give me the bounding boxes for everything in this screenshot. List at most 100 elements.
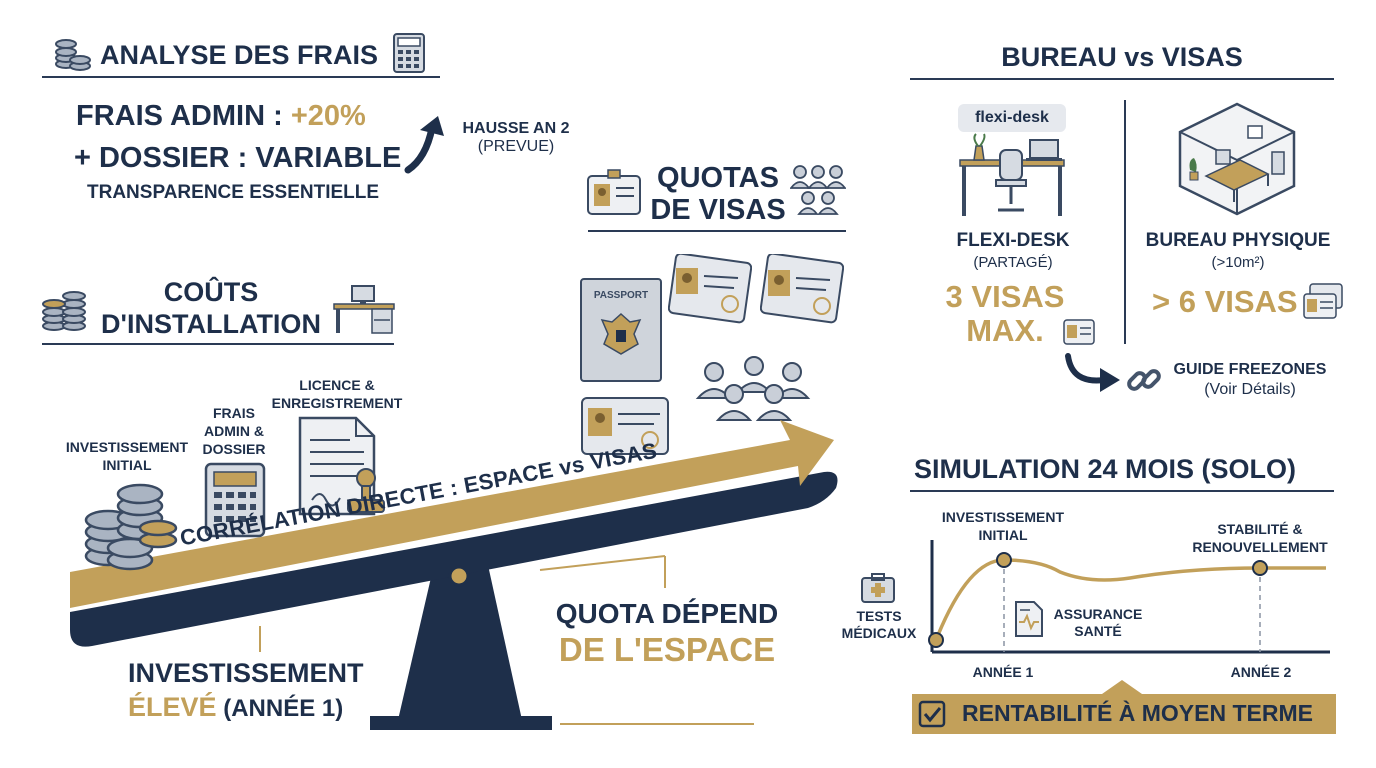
- correlation-arrow: [70, 420, 834, 608]
- id-badge-icon: [587, 169, 641, 215]
- admin-line1: FRAIS: [213, 405, 255, 421]
- initial-investment-label: INVESTISSEMENT INITIAL: [56, 438, 198, 474]
- guide-line2[interactable]: (Voir Détails): [1204, 381, 1296, 398]
- initial-line1: INVESTISSEMENT: [65, 439, 189, 455]
- coins-pile-icon: [84, 483, 164, 571]
- flexi-desk-icon: [959, 133, 1065, 216]
- result-text: RENTABILITÉ À MOYEN TERME: [962, 700, 1313, 726]
- flexi-tag: flexi-desk: [958, 104, 1066, 132]
- gold-coins-icon: [138, 519, 178, 549]
- admin-line3: DOSSIER: [202, 441, 266, 457]
- passport-card: PASSPORT: [580, 278, 662, 382]
- install-title-line1: COÛTS: [163, 277, 259, 307]
- coins-stack-icon: [55, 39, 91, 71]
- trend-up-arrow-icon: [404, 116, 444, 174]
- quotas-title: QUOTAS DE VISAS: [648, 162, 788, 226]
- investment-label: INVESTISSEMENT ÉLEVÉ (ANNÉE 1): [128, 656, 364, 726]
- trend-note: HAUSSE AN 2 (PREVUE): [452, 120, 580, 156]
- install-title-line2: D'INSTALLATION: [101, 309, 321, 339]
- physical-office-icon: [1178, 102, 1296, 216]
- peak-line2: INITIAL: [978, 527, 1028, 543]
- investment-high: ÉLEVÉ: [128, 692, 217, 722]
- quota-label: QUOTA DÉPEND DE L'ESPACE: [548, 596, 786, 668]
- visa-card-icon: [760, 254, 844, 324]
- peak-label: INVESTISSEMENT INITIAL: [930, 508, 1076, 544]
- year1-label: ANNÉE 1: [972, 664, 1034, 680]
- result-banner-shape: [912, 680, 1336, 734]
- year2-label: ANNÉE 2: [1230, 664, 1292, 680]
- investment-year: (ANNÉE 1): [216, 695, 344, 722]
- guide-line1[interactable]: GUIDE FREEZONES: [1173, 361, 1327, 378]
- emblem-icon: [600, 312, 642, 355]
- pivot-pin: [448, 565, 470, 587]
- flexi-visas-line1: 3 VISAS: [945, 279, 1065, 314]
- transparency-text: TRANSPARENCE ESSENTIELLE: [87, 182, 380, 203]
- trend-line2: (PREVUE): [477, 138, 555, 155]
- curved-arrow-icon: [1065, 353, 1120, 392]
- desk-icon: [333, 285, 395, 334]
- calculator-large-icon: [204, 462, 266, 538]
- balance-graphic: [70, 416, 838, 730]
- quotas-title-line2: DE VISAS: [650, 194, 786, 226]
- id-cards-stack-icon: [1303, 283, 1343, 319]
- admin-fee-value: +20%: [290, 100, 366, 132]
- start-point: [928, 632, 944, 648]
- admin-fee-line: FRAIS ADMIN : +20%: [76, 100, 366, 133]
- initial-line2: INITIAL: [102, 457, 152, 473]
- flexi-visas: 3 VISAS MAX.: [940, 280, 1070, 348]
- dossier-fee-line: + DOSSIER : VARIABLE: [74, 142, 402, 174]
- licence-label: LICENCE & ENREGISTREMENT: [264, 376, 410, 412]
- fulcrum: [398, 556, 522, 720]
- licence-line1: LICENCE &: [299, 377, 375, 393]
- balance-beam: [70, 471, 838, 647]
- physical-name: BUREAU PHYSIQUE: [1145, 230, 1331, 251]
- freezone-guide-link[interactable]: GUIDE FREEZONES (Voir Détails): [1164, 360, 1336, 400]
- link-chain-icon[interactable]: [1126, 362, 1162, 398]
- visa-card-icon: [668, 254, 752, 324]
- physical-sub: (>10m²): [1211, 254, 1265, 271]
- stable-point: [1252, 560, 1268, 576]
- peak-line1: INVESTISSEMENT: [941, 509, 1065, 525]
- flexi-visas-line2: MAX.: [966, 313, 1044, 348]
- trend-line1: HAUSSE AN 2: [462, 120, 570, 137]
- people-crowd-icon: [695, 356, 811, 421]
- stable-label: STABILITÉ & RENOUVELLEMENT: [1180, 520, 1340, 556]
- admin-fee-label: FRAIS ADMIN :: [76, 100, 283, 132]
- admin-dossier-label: FRAIS ADMIN & DOSSIER: [196, 404, 272, 458]
- insurance-line1: ASSURANCE: [1053, 606, 1143, 622]
- visa-card-icon: [581, 397, 669, 455]
- flexi-name: FLEXI-DESK: [956, 230, 1070, 251]
- medical-label: TESTS MÉDICAUX: [832, 608, 926, 642]
- coins-stack-icon: [42, 291, 86, 331]
- licence-document-icon: [298, 416, 376, 516]
- quotas-title-line1: QUOTAS: [657, 162, 779, 194]
- licence-line2: ENREGISTREMENT: [271, 395, 403, 411]
- passport-label: PASSPORT: [593, 290, 649, 301]
- insurance-label: ASSURANCE SANTÉ: [1044, 606, 1152, 640]
- admin-line2: ADMIN &: [204, 423, 264, 439]
- medical-line1: TESTS: [856, 608, 902, 624]
- checkbox-checked-icon: [918, 700, 946, 728]
- calculator-icon: [393, 33, 425, 73]
- insurance-document-icon: [1015, 601, 1043, 637]
- simulation-title: SIMULATION 24 MOIS (SOLO): [914, 454, 1297, 484]
- id-card-small-icon: [1063, 319, 1095, 345]
- office-title: BUREAU vs VISAS: [1001, 42, 1243, 72]
- fulcrum-base: [370, 716, 552, 730]
- fees-title: ANALYSE DES FRAIS: [100, 40, 379, 70]
- quota-line2: DE L'ESPACE: [558, 631, 776, 668]
- insurance-line2: SANTÉ: [1074, 623, 1122, 639]
- install-title: COÛTS D'INSTALLATION: [96, 276, 326, 340]
- medical-line2: MÉDICAUX: [841, 625, 917, 641]
- stamp-icon: [347, 468, 385, 513]
- investment-line2: ÉLEVÉ (ANNÉE 1): [128, 690, 364, 726]
- quota-line1: QUOTA DÉPEND: [555, 598, 779, 629]
- investment-line1: INVESTISSEMENT: [128, 658, 364, 688]
- flexi-sub: (PARTAGÉ): [973, 254, 1053, 271]
- office-divider: [1124, 100, 1126, 344]
- cost-curve: [934, 558, 1326, 641]
- stable-line1: STABILITÉ &: [1217, 521, 1303, 537]
- simulation-chart: [928, 540, 1330, 654]
- stable-line2: RENOUVELLEMENT: [1192, 539, 1328, 555]
- people-group-icon: [790, 165, 846, 215]
